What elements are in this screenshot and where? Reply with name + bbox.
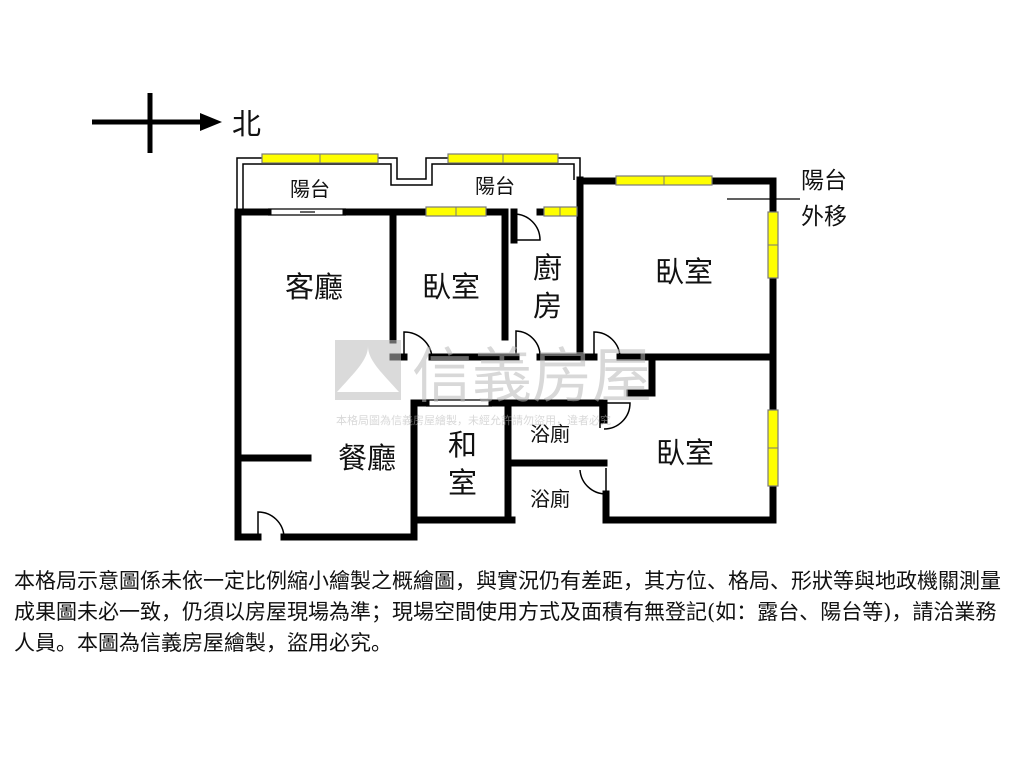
north-arrow-icon (92, 93, 222, 153)
floor-plan: 北 (92, 93, 847, 541)
label-bedroom-right-bottom: 臥室 (656, 436, 714, 470)
north-label: 北 (232, 107, 261, 141)
label-dining-room: 餐廳 (338, 441, 396, 475)
label-bathroom-top: 浴廁 (530, 422, 570, 446)
window-dividers (319, 154, 778, 449)
label-balcony-note-1: 陽台 (801, 168, 847, 194)
label-japanese-room-2: 室 (448, 466, 477, 500)
disclaimer-text: 本格局示意圖係未依一定比例縮小繪製之概繪圖，與實況仍有差距，其方位、格局、形狀等… (14, 569, 1001, 655)
sliding-doors (268, 208, 492, 407)
label-bedroom-right-top: 臥室 (655, 255, 713, 289)
watermark-brand: 信義房屋 (412, 342, 652, 412)
label-bathroom-bottom: 浴廁 (530, 487, 570, 511)
label-living-room: 客廳 (285, 270, 343, 304)
walls (234, 176, 777, 541)
label-kitchen-2: 房 (533, 289, 562, 323)
label-balcony-note-2: 外移 (801, 204, 847, 230)
watermark: 信義房屋 本格局圖為信義房屋繪製，未經允許請勿盜用，違者必究 (335, 340, 652, 427)
label-balcony-left: 陽台 (290, 177, 330, 201)
door-swings (257, 213, 631, 538)
label-japanese-room-1: 和 (448, 428, 477, 462)
watermark-note: 本格局圖為信義房屋繪製，未經允許請勿盜用，違者必究 (336, 413, 611, 427)
label-balcony-mid: 陽台 (475, 174, 515, 198)
balcony-outline (236, 157, 581, 210)
label-bedroom-center: 臥室 (422, 270, 480, 304)
label-kitchen-1: 廚 (533, 251, 562, 285)
